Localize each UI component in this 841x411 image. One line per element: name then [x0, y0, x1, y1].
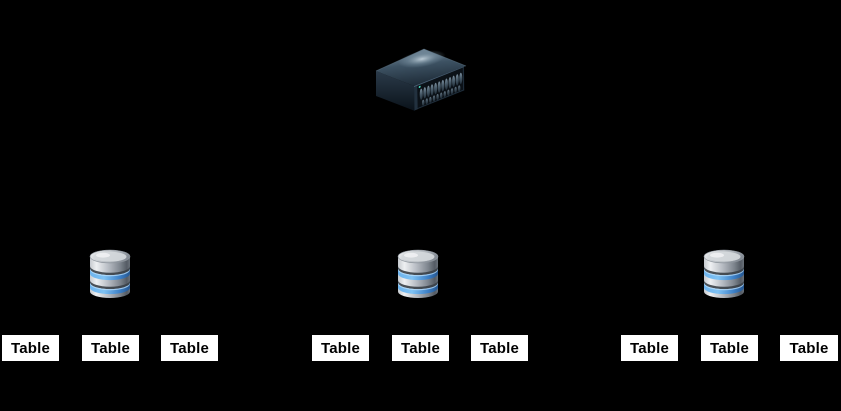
server-icon	[375, 48, 467, 111]
table-node: Table	[471, 335, 528, 361]
table-node: Table	[2, 335, 59, 361]
table-node: Table	[161, 335, 218, 361]
table-node: Table	[312, 335, 369, 361]
database-icon	[396, 249, 440, 299]
table-node-label: Table	[320, 339, 361, 357]
table-node-label: Table	[400, 339, 441, 357]
table-node-label: Table	[709, 339, 750, 357]
table-node: Table	[780, 335, 838, 361]
table-node: Table	[82, 335, 139, 361]
database-node	[702, 249, 746, 299]
table-node-label: Table	[10, 339, 51, 357]
table-node: Table	[621, 335, 678, 361]
table-node-label: Table	[479, 339, 520, 357]
table-node-label: Table	[90, 339, 131, 357]
table-node: Table	[392, 335, 449, 361]
database-icon	[702, 249, 746, 299]
table-node-label: Table	[629, 339, 670, 357]
table-node: Table	[701, 335, 758, 361]
table-node-label: Table	[789, 339, 829, 357]
database-node	[396, 249, 440, 299]
server-node	[375, 48, 467, 114]
table-node-label: Table	[169, 339, 210, 357]
database-icon	[88, 249, 132, 299]
database-node	[88, 249, 132, 299]
